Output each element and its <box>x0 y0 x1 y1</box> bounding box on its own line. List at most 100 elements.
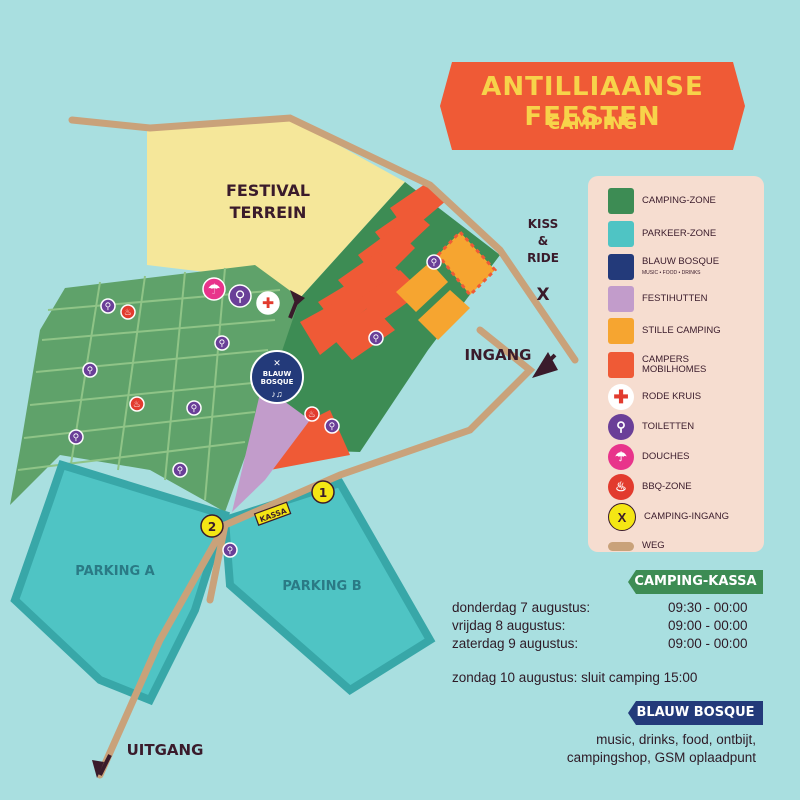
shower-icon: ☂ <box>608 444 634 470</box>
svg-text:✚: ✚ <box>262 296 274 312</box>
toilet-icon: ⚲ <box>82 362 98 378</box>
ride-label: RIDE <box>527 251 559 265</box>
toilet-icon: ⚲ <box>368 330 384 346</box>
stille-camping-zone <box>396 229 498 340</box>
title-sub: CAMPING <box>547 114 638 134</box>
svg-text:♨: ♨ <box>133 399 141 409</box>
festival-terrain-zone <box>147 118 405 298</box>
bbq-icon: ♨ <box>129 396 145 412</box>
kassa-day-1: vrijdag 8 augustus: <box>452 618 566 633</box>
parking-b-label: PARKING B <box>282 579 361 594</box>
kassa-day-2: zaterdag 9 augustus: <box>452 636 579 651</box>
legend-item-parkeer-zone: PARKEER-ZONE <box>608 221 716 247</box>
svg-text:⚲: ⚲ <box>235 289 245 305</box>
festihutten-zone <box>232 385 310 512</box>
map-icons: ⚲ ♨ ⚲ ♨ ⚲ ⚲ ⚲ ⚲ ⚲ ⚲ ⚲ ⚲ ♨ ☂ ⚲ ✚ <box>68 254 442 558</box>
legend-item-stille-camping: STILLE CAMPING <box>608 318 721 344</box>
legend-swatch <box>608 352 634 378</box>
camping-zone-west <box>10 265 300 512</box>
kassa-banner-shape <box>628 570 763 594</box>
ingang-label: INGANG <box>465 346 532 364</box>
svg-text:⚲: ⚲ <box>219 338 226 348</box>
legend-item-toiletten: ⚲TOILETTEN <box>608 414 694 440</box>
svg-text:☂: ☂ <box>208 282 221 298</box>
blauw-bosque-heading: BLAUW BOSQUE <box>636 705 755 720</box>
svg-text:⚲: ⚲ <box>87 365 94 375</box>
svg-text:⚲: ⚲ <box>431 257 438 267</box>
road-swatch <box>608 541 634 551</box>
camping-kassa-heading: CAMPING-KASSA <box>634 574 757 589</box>
title-banner-shape <box>440 62 745 150</box>
festival-label-2: TERREIN <box>230 203 307 222</box>
svg-text:⚲: ⚲ <box>227 545 234 555</box>
camping-entrance-1: 1 <box>311 480 335 504</box>
bb-map-label-1: BLAUW <box>263 370 292 378</box>
legend-item-bbq-zone: ♨ BBQ-ZONE <box>608 474 692 500</box>
blauw-bosque-banner: BLAUW BOSQUE <box>628 701 763 725</box>
legend-item-weg: WEG <box>608 533 665 559</box>
legend-label: RODE KRUIS <box>642 391 702 402</box>
legend-item-douches: ☂ DOUCHES <box>608 444 690 470</box>
bb-banner-shape <box>628 701 763 725</box>
kassa-time-2: 09:00 - 00:00 <box>668 636 748 651</box>
toilet-icon: ⚲ <box>228 284 252 308</box>
kassa-time-0: 09:30 - 00:00 <box>668 600 748 615</box>
kiss-label: KISS <box>528 217 559 231</box>
legend-swatch <box>608 318 634 344</box>
toilet-icon: ⚲ <box>68 429 84 445</box>
legend-label: DOUCHES <box>642 451 690 462</box>
entrance-2-label: 2 <box>208 520 216 534</box>
bb-info-line-2: campingshop, GSM oplaadpunt <box>566 750 756 765</box>
svg-text:⚲: ⚲ <box>73 432 80 442</box>
bb-map-label-2: BOSQUE <box>261 378 294 386</box>
bbq-icon: ♨ <box>608 474 634 500</box>
festival-label-1: FESTIVAL <box>226 181 310 200</box>
svg-text:♨: ♨ <box>124 307 132 317</box>
roads <box>68 114 579 779</box>
toilet-icon: ⚲ <box>186 400 202 416</box>
legend-item-festihutten: FESTIHUTTEN <box>608 286 707 312</box>
svg-text:⚲: ⚲ <box>191 403 198 413</box>
legend-swatch <box>608 221 634 247</box>
red-cross-icon: ✚ <box>608 384 634 410</box>
camping-kassa-banner: CAMPING-KASSA <box>628 570 763 594</box>
svg-text:⚲: ⚲ <box>105 301 112 311</box>
uitgang-label: UITGANG <box>127 741 204 759</box>
kassa-closing: zondag 10 augustus: sluit camping 15:00 <box>452 670 698 685</box>
toilet-icon: ⚲ <box>222 542 238 558</box>
legend-swatch <box>608 188 634 214</box>
legend-label: TOILETTEN <box>642 421 695 432</box>
legend-label: BBQ-ZONE <box>642 481 692 492</box>
campers-zone <box>270 182 447 470</box>
music-note-icon: ♪♫ <box>271 389 282 399</box>
toilet-icon: ⚲ <box>324 418 340 434</box>
entrance-1-label: 1 <box>319 486 327 500</box>
legend-label: PARKEER-ZONE <box>642 228 717 239</box>
toilet-icon: ⚲ <box>426 254 442 270</box>
legend-label: WEG <box>642 540 665 551</box>
legend-swatch <box>608 286 634 312</box>
camping-entrance-2: 2 <box>200 514 224 538</box>
cutlery-icon: ✕ <box>273 358 281 368</box>
toilet-icon: ⚲ <box>100 298 116 314</box>
legend-swatch <box>608 254 634 280</box>
arrows <box>92 290 558 778</box>
svg-text:⚲: ⚲ <box>177 465 184 475</box>
bbq-icon: ♨ <box>304 406 320 422</box>
legend-label: CAMPING-INGANG <box>644 511 729 522</box>
x-marker-icon: X <box>608 503 636 531</box>
legend-label: CAMPING-ZONE <box>642 195 716 206</box>
bbq-icon: ♨ <box>120 304 136 320</box>
blauw-bosque-marker: BLAUW BOSQUE ✕ ♪♫ <box>250 350 304 404</box>
svg-text:⚲: ⚲ <box>373 333 380 343</box>
svg-text:⚲: ⚲ <box>329 421 336 431</box>
shower-icon: ☂ <box>202 277 226 301</box>
legend-item-camping-ingang: X CAMPING-INGANG <box>608 503 729 531</box>
legend-item-rode-kruis: ✚ RODE KRUIS <box>608 384 701 410</box>
red-cross-icon: ✚ <box>256 291 280 315</box>
